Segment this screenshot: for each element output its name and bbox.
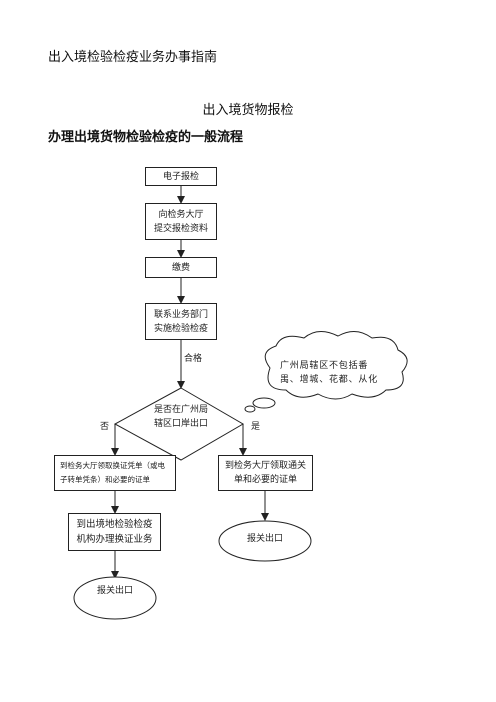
step-submit-documents: 向检务大厅 提交报检资料 bbox=[145, 203, 217, 240]
cloud-bubble-small bbox=[244, 405, 256, 413]
cloud-bubble-large bbox=[252, 397, 276, 409]
decision-text: 是否在广州局 辖区口岸出口 bbox=[153, 405, 208, 429]
step-pay-fee: 缴费 bbox=[145, 257, 217, 278]
step-exchange-certificate: 到出境地检验检疫 机构办理换证业务 bbox=[68, 513, 161, 551]
note-cloud bbox=[264, 331, 408, 400]
label-pass: 合格 bbox=[184, 354, 203, 364]
section-title: 出入境货物报检 bbox=[202, 103, 294, 118]
document-title: 出入境检验检疫业务办事指南 bbox=[48, 50, 218, 65]
flow-subheading: 办理出境货物检验检疫的一般流程 bbox=[48, 130, 244, 145]
step-electronic-declaration: 电子报检 bbox=[145, 167, 217, 186]
step-inspection: 联系业务部门 实施检验检疫 bbox=[145, 303, 217, 340]
step-collect-certificate-voucher: 到检务大厅领取换证凭单（或电 子转单凭条）和必要的证单 bbox=[54, 455, 176, 491]
label-yes: 是 bbox=[251, 422, 261, 432]
step-collect-clearance-form: 到检务大厅领取通关 单和必要的证单 bbox=[218, 455, 313, 491]
terminal-right-text: 报关出口 bbox=[246, 534, 283, 544]
terminal-left bbox=[73, 576, 157, 620]
decision-diamond bbox=[113, 387, 244, 461]
terminal-right bbox=[218, 520, 312, 562]
terminal-left-text: 报关出口 bbox=[96, 586, 133, 596]
cloud-note-text: 广州局辖区不包括番 禺、增城、花都、从化 bbox=[280, 361, 379, 385]
label-no: 否 bbox=[100, 422, 110, 432]
